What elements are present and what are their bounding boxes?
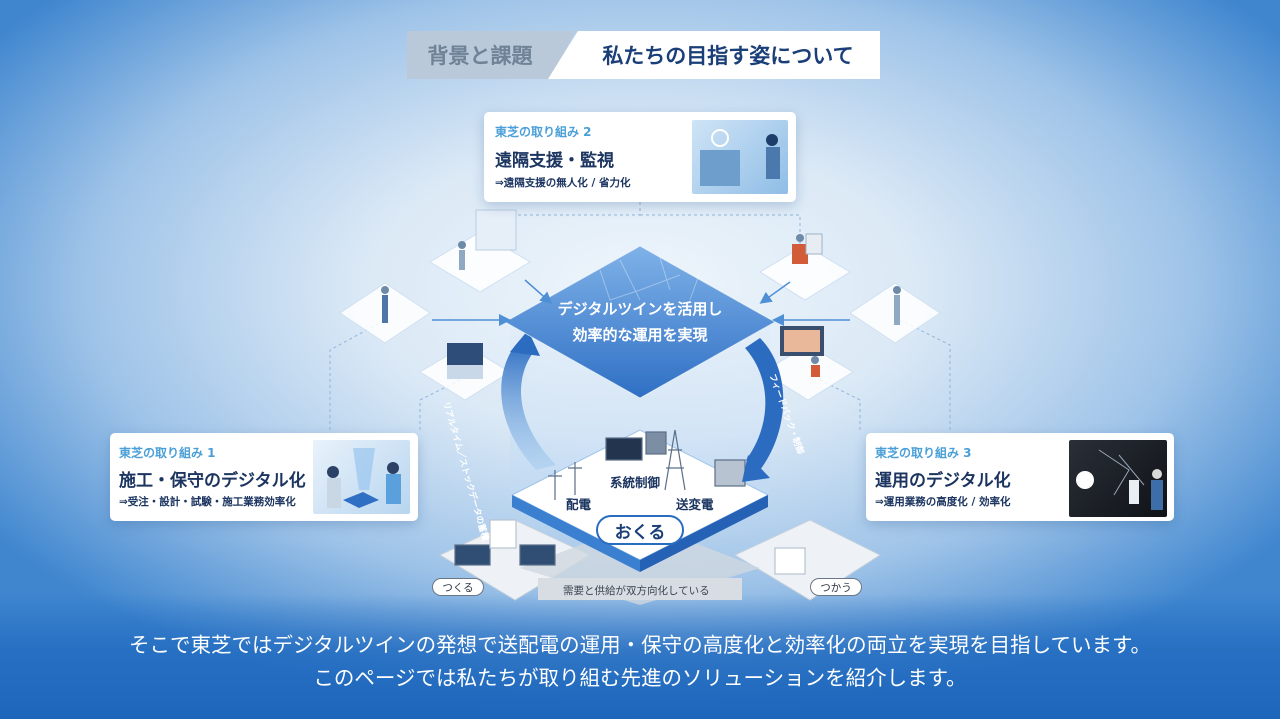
card-title: 施工・保守のデジタル化: [119, 471, 306, 491]
card-subtitle: ⇒遠隔支援の無人化 / 省力化: [495, 177, 631, 189]
card-tag: 東芝の取り組み 3: [875, 446, 972, 460]
initiative-card-3[interactable]: 東芝の取り組み 3 運用のデジタル化 ⇒運用業務の高度化 / 効率化: [866, 433, 1174, 521]
tab-background-issues[interactable]: 背景と課題: [407, 31, 575, 79]
input-arrows: [432, 279, 850, 326]
tsukau-badge: つかう: [810, 578, 862, 596]
center-text-line1: デジタルツインを活用し: [557, 300, 723, 318]
lower-platform: [438, 429, 882, 605]
tsukuru-badge: つくる: [432, 578, 484, 596]
worker-figures: [381, 209, 901, 379]
construction-maintenance-illustration: [313, 440, 410, 514]
role-tiles: [339, 231, 941, 401]
grid-infrastructure: [454, 429, 806, 575]
label-grid-control: 系統制御: [610, 475, 661, 490]
feedback-arcs: [501, 330, 784, 482]
footer-text-line1: そこで東芝ではデジタルツインの発想で送配電の運用・保守の高度化と効率化の両立を実…: [129, 633, 1151, 657]
okuru-badge: おくる: [596, 515, 684, 545]
remote-support-illustration: [692, 120, 788, 194]
card-tag: 東芝の取り組み 1: [119, 446, 216, 460]
initiative-card-1[interactable]: 東芝の取り組み 1 施工・保守のデジタル化 ⇒受注・設計・試験・施工業務効率化: [110, 433, 418, 521]
footer-text-line2: このページでは私たちが取り組む先進のソリューションを紹介します。: [313, 666, 967, 690]
label-transmission: 送変電: [676, 497, 714, 512]
bidirectional-label: 需要と供給が双方向化している: [563, 585, 710, 597]
card-tag: 東芝の取り組み 2: [495, 125, 592, 139]
operations-digitalization-illustration: [1069, 440, 1167, 517]
center-text-line2: 効率的な運用を実現: [572, 326, 708, 344]
diamond-wireframe: [599, 257, 701, 301]
bottom-gradient-band: [0, 594, 1280, 719]
card-subtitle: ⇒受注・設計・試験・施工業務効率化: [119, 496, 296, 508]
initiative-card-2[interactable]: 東芝の取り組み 2 遠隔支援・監視 ⇒遠隔支援の無人化 / 省力化: [484, 112, 796, 202]
tab-our-vision[interactable]: 私たちの目指す姿について: [548, 31, 880, 79]
label-distribution: 配電: [566, 497, 592, 512]
card-subtitle: ⇒運用業務の高度化 / 効率化: [875, 496, 1011, 508]
card-title: 遠隔支援・監視: [495, 151, 614, 171]
card-title: 運用のデジタル化: [875, 471, 1011, 491]
